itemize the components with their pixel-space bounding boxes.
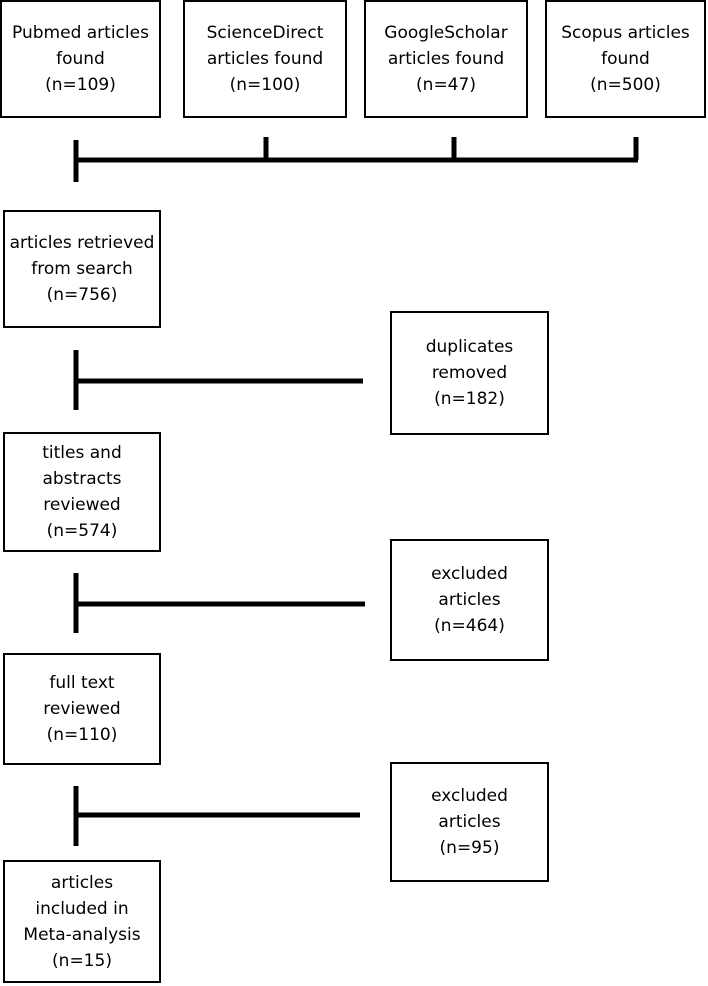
box-text-line: titles and [42,443,122,463]
step-box-screened: titles and abstracts reviewed (n=574) [3,432,161,552]
box-text-line: (n=756) [46,285,118,305]
box-text-line: articles [438,812,501,832]
box-text-line: found [56,49,105,69]
box-text-line: articles found [206,49,324,69]
box-text-line: (n=15) [52,950,112,971]
box-text-line: (n=95) [439,838,500,858]
box-text-line: excluded [431,786,508,806]
source-box-pubmed: Pubmed articles found (n=109) [0,0,161,118]
box-text-line: (n=464) [434,616,505,636]
box-text-line: abstracts [42,469,122,489]
source-box-googlescholar: GoogleScholar articles found (n=47) [364,0,528,118]
box-text-line: reviewed [43,495,121,515]
box-text-line: found [601,49,650,69]
box-text-line: (n=47) [416,75,476,95]
source-box-scopus: Scopus articles found (n=500) [545,0,706,118]
step-box-retrieved: articles retrieved from search (n=756) [3,210,161,328]
box-text-line: excluded [431,564,508,584]
box-text-line: articles found [387,49,505,69]
box-text-line: (n=110) [46,725,118,745]
exclusion-box-fulltext: excluded articles (n=95) [390,762,549,882]
exclusion-box-titles: excluded articles (n=464) [390,539,549,661]
box-text-line: Pubmed articles [12,23,149,43]
box-text-line: full text [49,673,115,693]
box-text-line: ScienceDirect [206,23,324,43]
box-text-line: Meta-analysis [23,924,141,945]
exclusion-box-duplicates: duplicates removed (n=182) [390,311,549,435]
box-text-line: (n=109) [45,75,116,95]
box-text-line: from search [31,259,133,279]
box-text-line: articles retrieved [9,233,155,253]
box-text-line: (n=574) [46,521,118,541]
box-text-line: articles [50,872,114,893]
box-text-line: (n=100) [229,75,301,95]
source-box-sciencedirect: ScienceDirect articles found (n=100) [183,0,347,118]
box-text-line: (n=182) [434,389,505,409]
box-text-line: included in [35,898,129,919]
box-text-line: Scopus articles [561,23,690,43]
step-box-included: articles included in Meta-analysis (n=15… [3,860,161,983]
box-text-line: articles [438,590,501,610]
box-text-line: GoogleScholar [384,23,508,43]
box-text-line: removed [431,363,508,383]
box-text-line: reviewed [43,699,121,719]
step-box-fulltext: full text reviewed (n=110) [3,653,161,765]
box-text-line: duplicates [425,337,514,357]
box-text-line: (n=500) [590,75,661,95]
